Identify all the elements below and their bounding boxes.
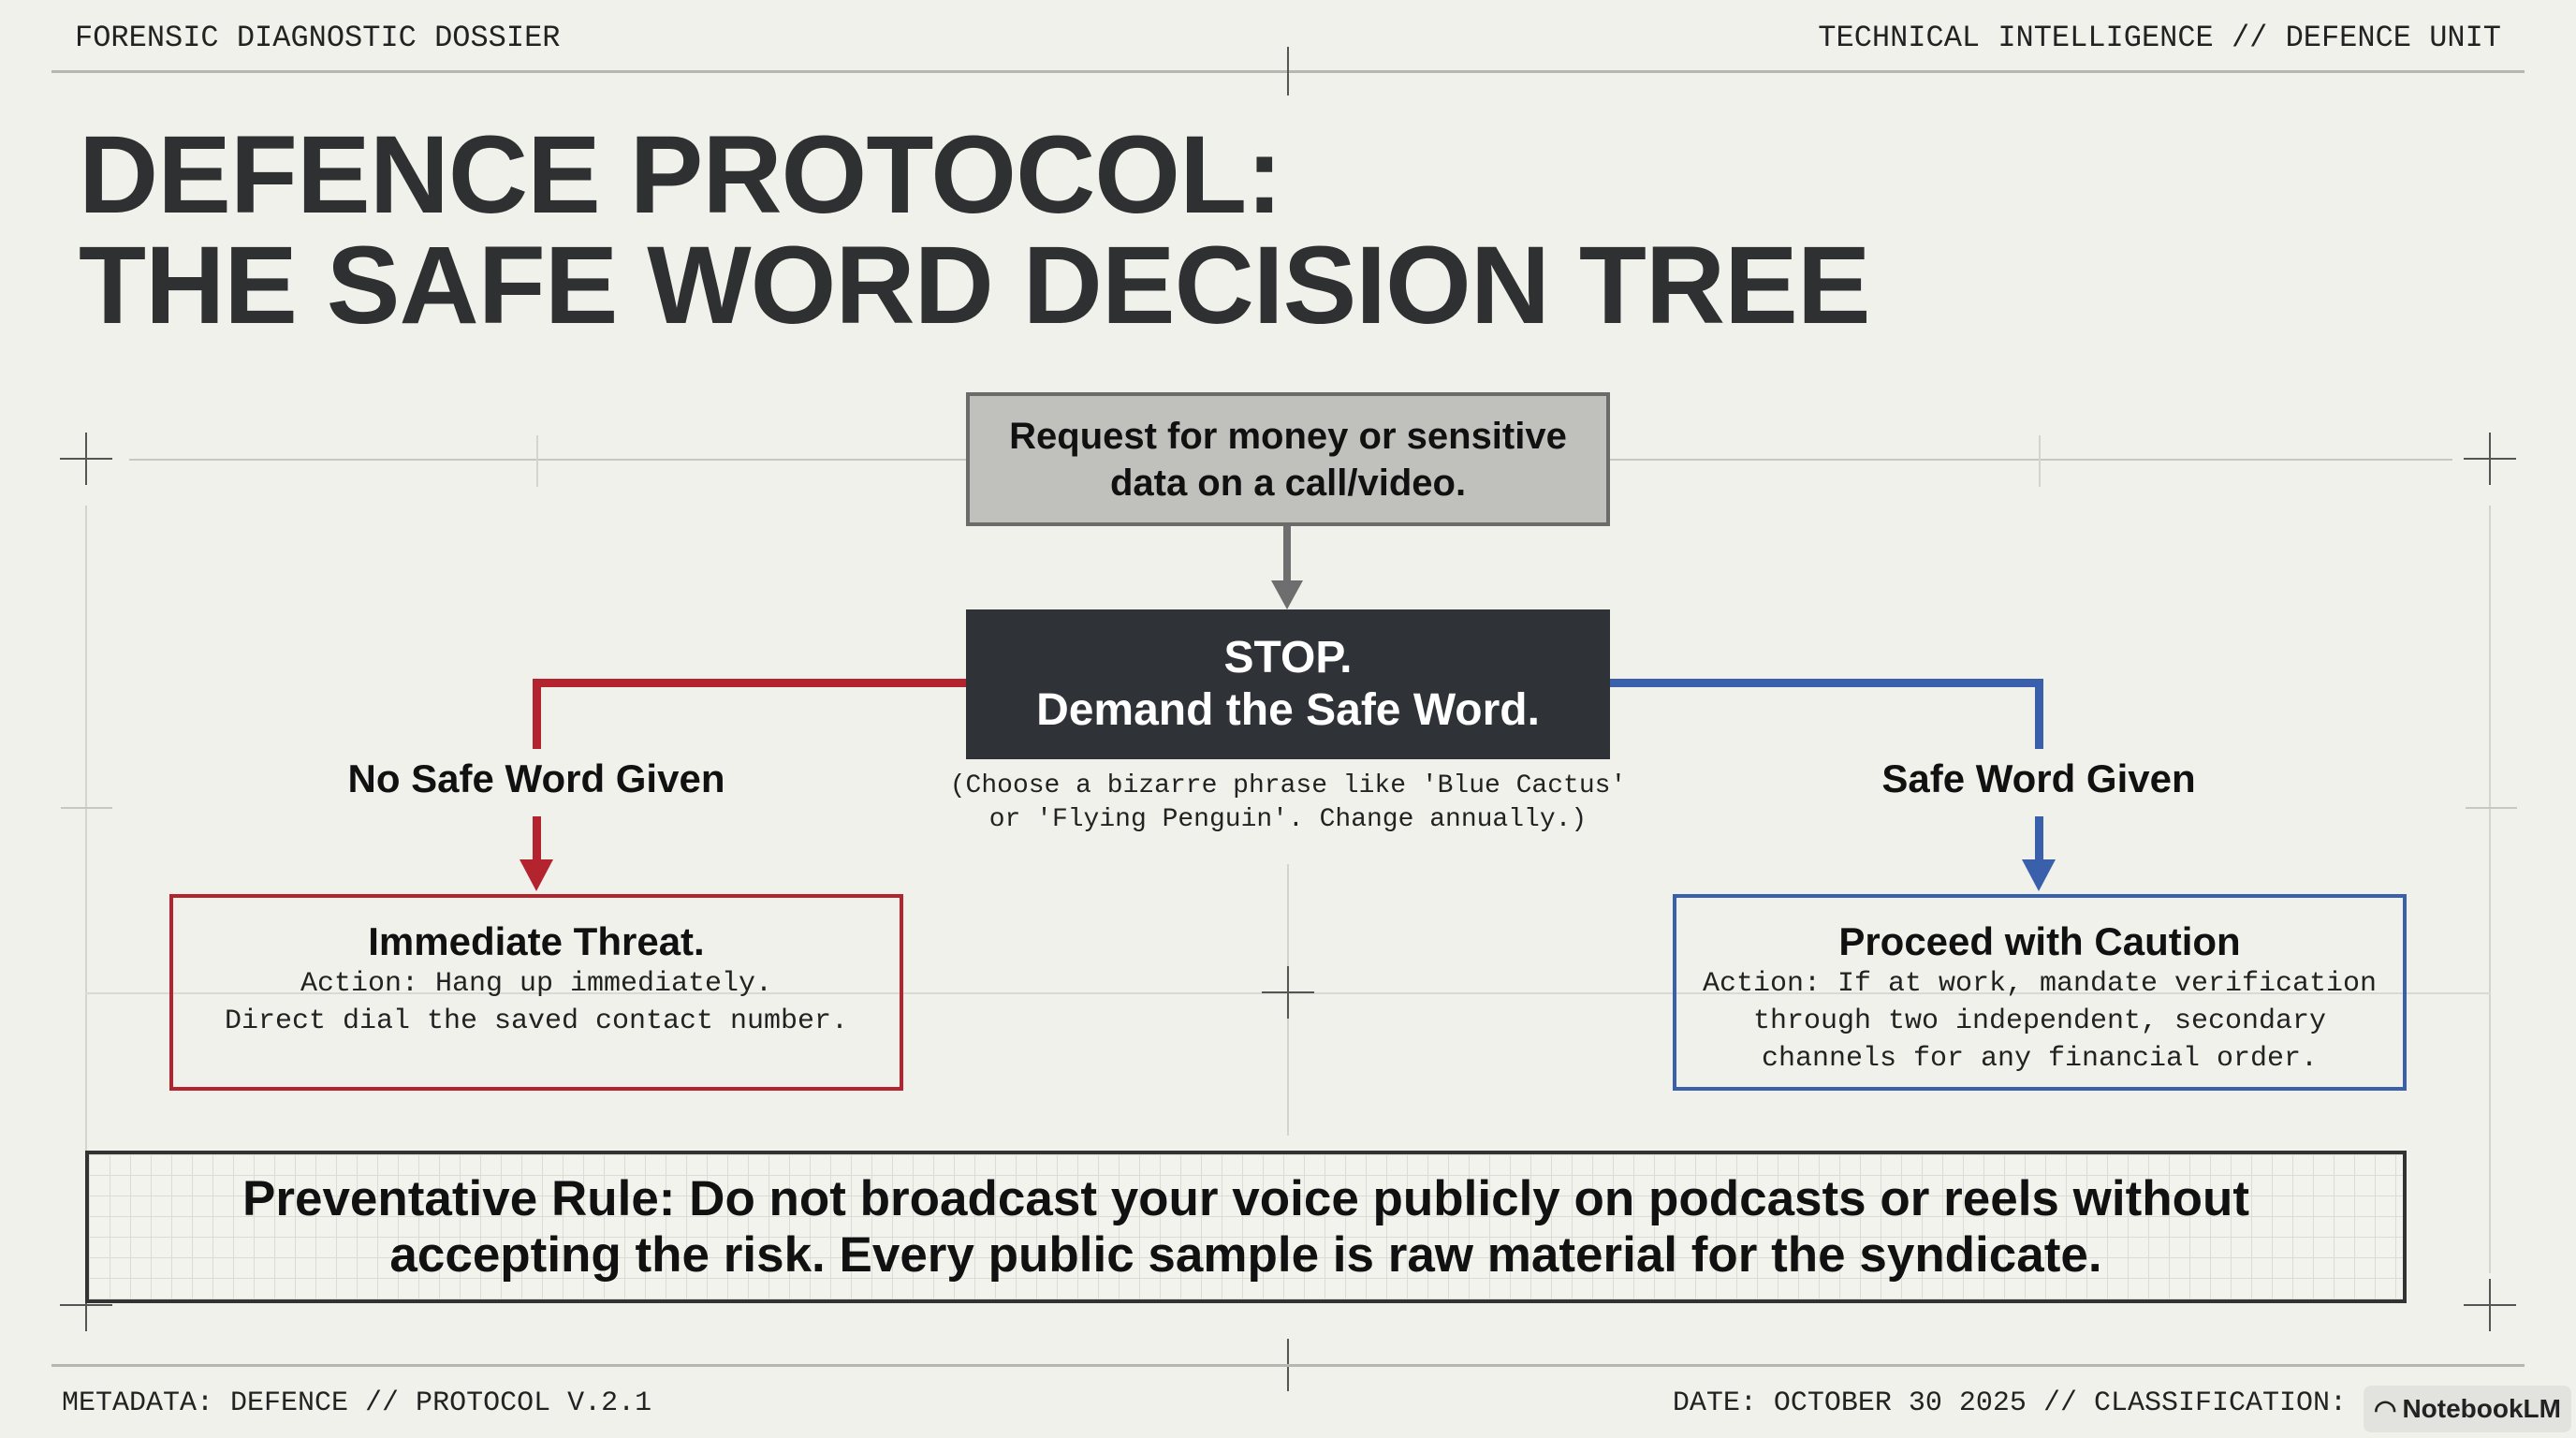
title-line-2: THE SAFE WORD DECISION TREE <box>79 224 1871 347</box>
trigger-text-1: Request for money or sensitive <box>1009 415 1567 457</box>
red-arrow-shaft <box>533 816 541 863</box>
footer-divider <box>51 1364 2525 1367</box>
decision-note: (Choose a bizarre phrase like 'Blue Cact… <box>936 770 1640 837</box>
caution-action-2: through two independent, secondary <box>1752 1005 2327 1037</box>
blue-branch-line <box>1610 679 2043 687</box>
decision-box: STOP. Demand the Safe Word. <box>966 609 1610 759</box>
note-line-2: or 'Flying Penguin'. Change annually.) <box>988 805 1588 834</box>
blue-arrow-shaft <box>2035 816 2043 863</box>
blue-branch-drop <box>2035 679 2043 749</box>
red-branch-line <box>533 679 966 687</box>
footer-metadata: METADATA: DEFENCE // PROTOCOL V.2.1 <box>62 1387 652 1419</box>
footer-date-classification: DATE: OCTOBER 30 2025 // CLASSIFICATION: <box>1672 1387 2347 1419</box>
arrow-shaft <box>1283 526 1291 584</box>
no-safe-word-label: No Safe Word Given <box>347 756 725 800</box>
guide-tick <box>536 435 538 487</box>
decision-text-2: Demand the Safe Word. <box>1036 685 1540 735</box>
arrow-down-icon <box>520 859 553 891</box>
guide-tick <box>61 807 112 809</box>
caution-action-3: channels for any financial order. <box>1761 1043 2319 1075</box>
title-line-1: DEFENCE PROTOCOL: <box>79 113 1282 237</box>
arrow-down-icon <box>2022 859 2056 891</box>
red-branch-drop <box>533 679 541 749</box>
proceed-caution-box: Proceed with Caution Action: If at work,… <box>1673 894 2407 1091</box>
header-tick <box>1287 47 1289 95</box>
note-line-1: (Choose a bizarre phrase like 'Blue Cact… <box>949 771 1627 800</box>
trigger-box: Request for money or sensitive data on a… <box>966 392 1610 526</box>
guide-tick <box>2466 807 2517 809</box>
notebooklm-logo-icon: ◠ <box>2374 1394 2397 1424</box>
guide-line <box>85 506 87 1273</box>
threat-action-1: Action: Hang up immediately. <box>300 968 773 1000</box>
decision-text-1: STOP. <box>1223 633 1353 682</box>
caution-action-1: Action: If at work, mandate verification <box>1702 968 2378 1000</box>
crosshair-icon <box>2464 433 2516 485</box>
trigger-text-2: data on a call/video. <box>1109 462 1467 504</box>
preventative-rule-box: Preventative Rule: Do not broadcast your… <box>85 1151 2407 1303</box>
crosshair-icon <box>60 1279 112 1331</box>
badge-label: NotebookLM <box>2402 1394 2561 1423</box>
threat-action-2: Direct dial the saved contact number. <box>224 1005 849 1037</box>
threat-title: Immediate Threat. <box>368 919 705 963</box>
guide-tick <box>2039 435 2041 487</box>
guide-line <box>129 459 966 461</box>
safe-word-label: Safe Word Given <box>1881 756 2196 800</box>
crosshair-icon <box>60 433 112 485</box>
immediate-threat-box: Immediate Threat. Action: Hang up immedi… <box>169 894 903 1091</box>
arrow-down-icon <box>1271 580 1303 609</box>
caution-title: Proceed with Caution <box>1838 919 2241 963</box>
header-left-label: FORENSIC DIAGNOSTIC DOSSIER <box>75 21 561 55</box>
crosshair-icon <box>1262 966 1314 1019</box>
header-right-label: TECHNICAL INTELLIGENCE // DEFENCE UNIT <box>1818 21 2501 55</box>
notebooklm-badge: ◠ NotebookLM <box>2364 1386 2571 1432</box>
guide-line <box>2489 506 2491 1273</box>
preventative-rule-text: Preventative Rule: Do not broadcast your… <box>242 1170 2249 1283</box>
page-title: DEFENCE PROTOCOL: THE SAFE WORD DECISION… <box>79 113 1871 347</box>
crosshair-icon <box>2464 1279 2516 1331</box>
guide-line <box>1610 459 2452 461</box>
